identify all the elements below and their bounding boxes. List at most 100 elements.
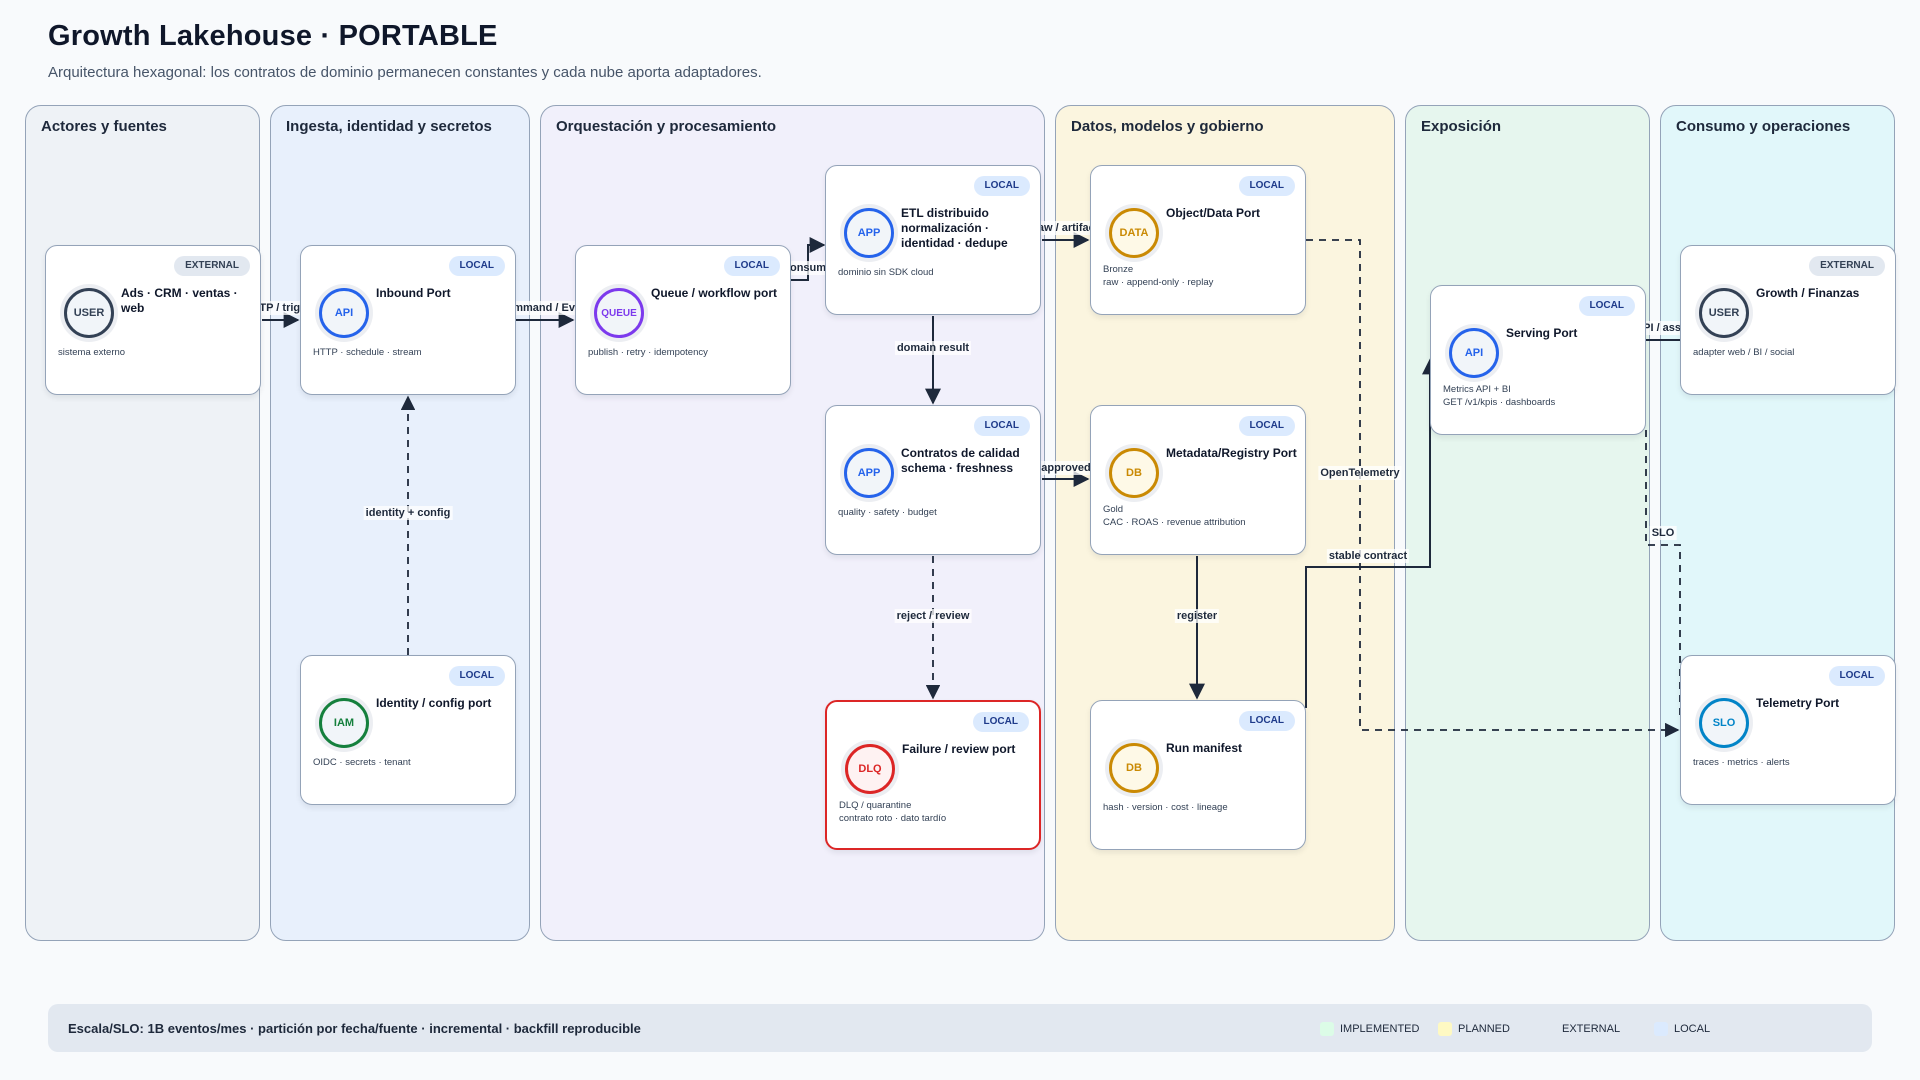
node-title: Metadata/Registry Port [1166,446,1297,460]
local-badge: LOCAL [973,416,1030,436]
api-icon: API [1449,328,1499,378]
iam-icon: IAM [319,698,369,748]
node-title: Object/Data Port [1166,206,1261,220]
node-ads-crm[interactable]: EXTERNAL USER Ads · CRM · ventas · web s… [45,245,261,395]
lane-actores: Actores y fuentes [25,105,260,941]
legend-swatch [1438,1022,1452,1036]
lane-title: Actores y fuentes [41,118,167,135]
lane-title: Consumo y operaciones [1676,118,1851,135]
node-identity-config-port[interactable]: LOCAL IAM Identity / config port OIDC · … [300,655,516,805]
edge-label-raw-artifact: raw / artifact [1031,221,1101,235]
node-contratos-calidad[interactable]: LOCAL APP Contratos de calidad schema · … [825,405,1041,555]
lane-title: Datos, modelos y gobierno [1071,118,1264,135]
legend-label: LOCAL [1674,1023,1711,1035]
legend-item-implemented: IMPLEMENTED [1320,1022,1419,1036]
local-badge: LOCAL [972,712,1029,732]
local-badge: LOCAL [1238,176,1295,196]
legend-swatch [1654,1022,1668,1036]
queue-icon: QUEUE [594,288,644,338]
node-title: Inbound Port [376,286,451,300]
local-badge: LOCAL [723,256,780,276]
edge-label-command-event: Command / Event [496,301,594,315]
legend-item-external: EXTERNAL [1542,1022,1620,1036]
api-icon: API [319,288,369,338]
node-desc: hash · version · cost · lineage [1103,802,1228,813]
user-icon: USER [1699,288,1749,338]
legend-item-local: LOCAL [1654,1022,1710,1036]
node-desc: sistema externo [58,347,126,358]
local-badge: LOCAL [448,256,505,276]
edge-label-approved: approved [1039,461,1093,475]
slo-icon: SLO [1699,698,1749,748]
external-badge: EXTERNAL [1809,256,1885,276]
lane-title: Orquestación y procesamiento [556,118,777,135]
legend-label: PLANNED [1458,1023,1510,1035]
edge-label-domain-result: domain result [894,341,972,355]
local-badge: LOCAL [1238,416,1295,436]
node-desc: CAC · ROAS · revenue attribution [1103,517,1246,528]
app-icon: APP [844,208,894,258]
dlq-icon: DLQ [845,744,895,794]
legend-swatch [1542,1022,1556,1036]
edge-label-api-asset: API / asset [1633,321,1693,335]
lane-ingesta: Ingesta, identidad y secretos [270,105,530,941]
legend-label: EXTERNAL [1562,1023,1621,1035]
node-title: Serving Port [1506,326,1578,340]
user-icon: USER [64,288,114,338]
node-run-manifest[interactable]: LOCAL DB Run manifest hash · version · c… [1090,700,1306,850]
node-desc: traces · metrics · alerts [1693,757,1790,768]
database-icon: DB [1109,448,1159,498]
lane-title: Ingesta, identidad y secretos [286,118,492,135]
local-badge: LOCAL [448,666,505,686]
node-desc: Gold [1103,504,1124,515]
node-object-data-port[interactable]: LOCAL DATA Object/Data Port Bronze raw ·… [1090,165,1306,315]
legend-label: IMPLEMENTED [1340,1023,1420,1035]
node-title: Identity / config port [376,696,492,710]
node-title: Telemetry Port [1756,696,1840,710]
edge-label-identity-config: identity + config [363,506,453,520]
node-title: ETL distribuido normalización · identida… [901,206,1008,250]
app-icon: APP [844,448,894,498]
node-desc: publish · retry · idempotency [588,347,708,358]
node-desc: DLQ / quarantine [839,800,912,811]
node-desc: dominio sin SDK cloud [838,267,934,278]
external-badge: EXTERNAL [174,256,250,276]
node-desc: HTTP · schedule · stream [313,347,422,358]
node-title: Ads · CRM · ventas · web [121,286,238,315]
node-desc: Bronze [1103,264,1134,275]
footer-text: Escala/SLO: 1B eventos/mes · partición p… [68,1021,641,1036]
local-badge: LOCAL [1238,711,1295,731]
node-desc: Metrics API + BI [1443,384,1511,395]
local-badge: LOCAL [1578,296,1635,316]
node-serving-port[interactable]: LOCAL API Serving Port Metrics API + BI … [1430,285,1646,435]
edge-label-slo: SLO [1649,526,1677,540]
node-title: Queue / workflow port [651,286,778,300]
node-title: Run manifest [1166,741,1243,755]
node-metadata-registry-port[interactable]: LOCAL DB Metadata/Registry Port Gold CAC… [1090,405,1306,555]
edge-label-stable-contract: stable contract [1326,549,1410,563]
node-title: Growth / Finanzas [1756,286,1860,300]
footer-bar: Escala/SLO: 1B eventos/mes · partición p… [48,1004,1872,1052]
node-desc: adapter web / BI / social [1693,347,1795,358]
page-subtitle: Arquitectura hexagonal: los contratos de… [48,64,762,81]
node-title: Failure / review port [902,742,1016,756]
node-etl-distribuido[interactable]: LOCAL APP ETL distribuido normalización … [825,165,1041,315]
node-failure-review-port[interactable]: LOCAL DLQ Failure / review port DLQ / qu… [825,700,1041,850]
node-desc: contrato roto · dato tardío [839,813,947,824]
node-desc: GET /v1/kpis · dashboards [1443,397,1556,408]
node-inbound-port[interactable]: LOCAL API Inbound Port HTTP · schedule ·… [300,245,516,395]
local-badge: LOCAL [973,176,1030,196]
page-title: Growth Lakehouse · PORTABLE [48,20,498,52]
edge-label-consume: consume [781,261,835,275]
edge-label-register: register [1174,609,1220,623]
node-desc: OIDC · secrets · tenant [313,757,411,768]
legend-swatch [1320,1022,1334,1036]
node-growth-finanzas[interactable]: EXTERNAL USER Growth / Finanzas adapter … [1680,245,1896,395]
node-telemetry-port[interactable]: LOCAL SLO Telemetry Port traces · metric… [1680,655,1896,805]
edge-label-opentelemetry: OpenTelemetry [1318,466,1402,480]
node-title: Contratos de calidad schema · freshness [901,446,1020,475]
node-queue-workflow-port[interactable]: LOCAL QUEUE Queue / workflow port publis… [575,245,791,395]
lane-exposicion: Exposición [1405,105,1650,941]
database-icon: DB [1109,743,1159,793]
edge-label-reject-review: reject / review [894,609,972,623]
